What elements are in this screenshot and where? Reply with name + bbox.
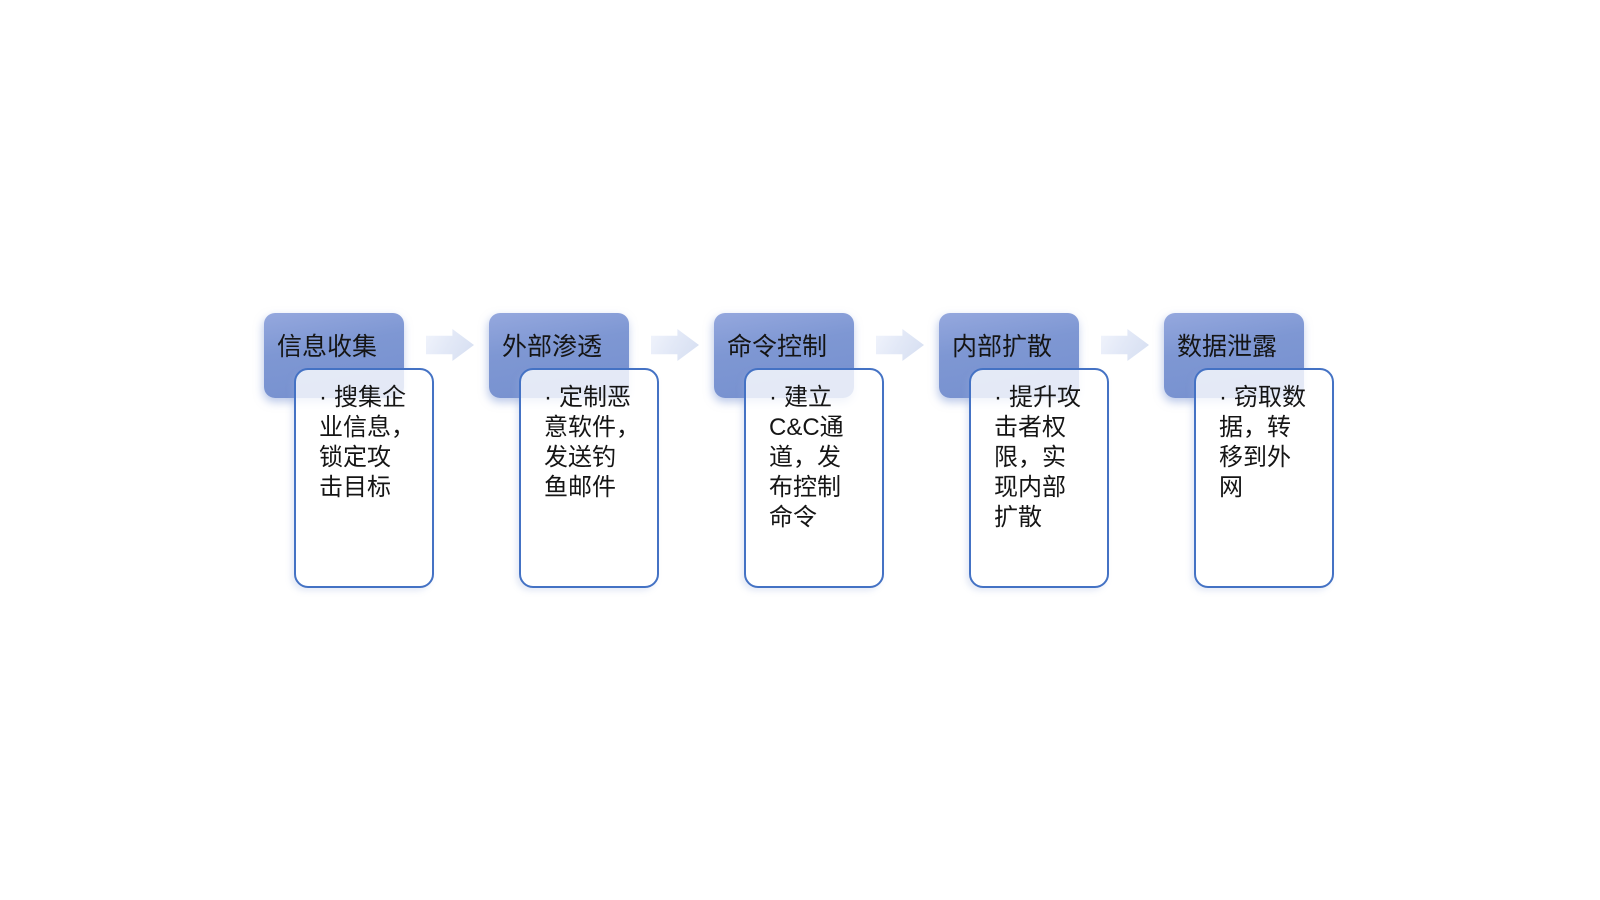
step-body: ·搜集企 业信息， 锁定攻 击目标 [294,368,434,588]
step-body: ·提升攻 击者权 限，实 现内部 扩散 [969,368,1109,588]
process-step-2: 外部渗透 ·定制恶 意软件， 发送钓 鱼邮件 [489,313,664,598]
bullet-icon: · [1219,384,1227,411]
bullet-icon: · [319,384,327,411]
step-detail-text: 定制恶 意软件， 发送钓 鱼邮件 [544,384,640,501]
step-detail: ·窃取数 据，转 移到外 网 [1196,370,1332,503]
step-title: 外部渗透 [502,333,603,361]
bullet-icon: · [544,384,552,411]
step-title: 信息收集 [277,333,378,361]
step-body: ·建立 C&C通 道，发 布控制 命令 [744,368,884,588]
process-step-4: 内部扩散 ·提升攻 击者权 限，实 现内部 扩散 [939,313,1114,598]
step-detail: ·搜集企 业信息， 锁定攻 击目标 [296,370,432,503]
step-body: ·定制恶 意软件， 发送钓 鱼邮件 [519,368,659,588]
step-title: 内部扩散 [952,333,1053,361]
step-detail: ·提升攻 击者权 限，实 现内部 扩散 [971,370,1107,533]
process-step-1: 信息收集 ·搜集企 业信息， 锁定攻 击目标 [264,313,439,598]
step-detail: ·定制恶 意软件， 发送钓 鱼邮件 [521,370,657,503]
process-step-3: 命令控制 ·建立 C&C通 道，发 布控制 命令 [714,313,889,598]
step-detail-text: 搜集企 业信息， 锁定攻 击目标 [319,384,415,501]
bullet-icon: · [994,384,1002,411]
step-body: ·窃取数 据，转 移到外 网 [1194,368,1334,588]
step-title: 命令控制 [727,333,828,361]
step-header: 命令控制 [714,313,854,398]
step-detail-text: 建立 C&C通 道，发 布控制 命令 [769,384,844,531]
step-title: 数据泄露 [1177,333,1278,361]
bullet-icon: · [769,384,777,411]
step-detail-text: 提升攻 击者权 限，实 现内部 扩散 [994,384,1081,531]
step-detail: ·建立 C&C通 道，发 布控制 命令 [746,370,882,533]
process-step-5: 数据泄露 ·窃取数 据，转 移到外 网 [1164,313,1339,598]
step-detail-text: 窃取数 据，转 移到外 网 [1219,384,1306,501]
